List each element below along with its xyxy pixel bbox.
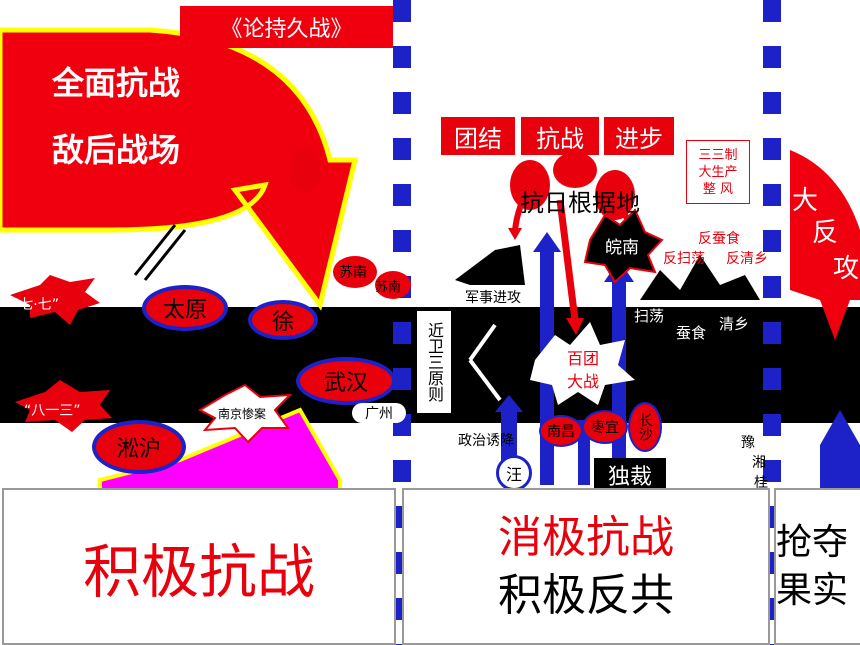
keyword-jinbu: 进步 [604,117,674,155]
battle-nanchang: 南昌 [539,415,583,447]
keyword-kangzhan: 抗战 [521,117,599,155]
mountain-qingxiang: 清乡 [719,315,750,333]
red-arrow-down [556,199,579,321]
sansan-line3: 整 风 [702,181,734,197]
baituan-line1: 百团 [567,349,600,368]
counter-attack-arrow [790,150,860,340]
anti-qingxiang: 反清乡 [726,251,768,267]
bayisan-star [15,380,112,432]
city-suinan-1: 苏南 [339,265,367,281]
mountain-canshi: 蚕食 [676,324,707,342]
political-lure: 政治诱降 [458,433,514,449]
divider-right [763,0,781,645]
mountain-saodang: 扫荡 [634,307,665,325]
panel-negative-resistance: 消极抗战 积极反共 [402,488,770,645]
negative-resistance-text: 消极抗战 [498,511,674,563]
city-xu: 徐 [248,300,318,340]
battle-changsha: 长沙 [628,402,662,452]
big-arrow-line1: 全面抗战 [52,64,181,102]
changsha-text: 长沙 [637,413,653,441]
military-attack: 军事进攻 [465,290,521,306]
city-wuhan: 武汉 [296,357,396,405]
sansan-box: 三三制 大生产 整 风 [686,140,750,204]
jinwei-text: 近卫三原则 [425,322,444,402]
baituan-star [530,322,635,405]
panel-seize-fruits: 抢夺 果实 [774,488,860,645]
divider-left [393,0,411,645]
qiqi-label: “七·七” [12,297,59,313]
wannan-label: 皖南 [605,238,639,258]
city-guangzhou: 广州 [352,403,406,423]
qiqi-star [10,275,100,325]
wannan-star [583,208,664,284]
sansan-line2: 大生产 [698,164,738,180]
top-title: 《论持久战》 [180,6,393,48]
city-songhu: 淞沪 [92,420,186,474]
battle-zaoyi: 枣宜 [582,410,628,444]
dictator-box: 独裁 [594,458,666,492]
wang-circle: 汪 [496,455,532,491]
bayisan-label: “八一三” [24,403,81,419]
base-area-label: 抗日根据地 [520,189,640,217]
nanjing-massacre: 南京惨案 [218,407,267,421]
big-arrow-line2: 敌后战场 [52,131,181,169]
counter-char-2: 反 [812,218,839,248]
anti-cansi: 反蚕食 [698,231,740,247]
fruits-text: 果实 [776,569,849,611]
seize-text: 抢夺 [776,521,849,563]
panel-positive-resistance: 积极抗战 [2,488,396,645]
military-arrow [455,245,525,285]
counter-char-1: 大 [792,186,819,216]
keyword-tuanjie: 团结 [441,117,515,155]
blue-arrow-right [820,410,860,490]
anti-saodang: 反扫荡 [663,251,705,267]
mountains [640,255,760,300]
sansan-line1: 三三制 [698,147,738,163]
yuxiang-3: 桂 [754,475,768,491]
anti-communist-text: 积极反共 [498,569,674,621]
positive-resistance-text: 积极抗战 [82,537,315,606]
city-taiyuan: 太原 [142,285,228,331]
yuxiang-1: 豫 [741,435,755,451]
yuxiang-2: 湘 [752,455,766,471]
nanjing-star [197,383,293,444]
baituan-line2: 大战 [567,372,600,391]
counter-char-3: 攻 [833,254,860,284]
city-suinan-2: 苏南 [375,280,402,295]
jinwei-box: 近卫三原则 [416,310,452,414]
